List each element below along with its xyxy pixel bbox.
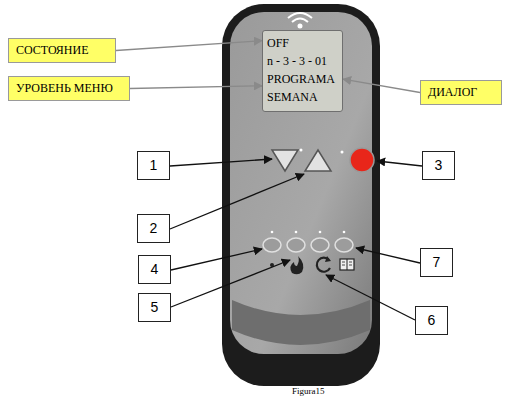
callout-number: 4: [138, 255, 171, 284]
lcd-screen: OFFn - 3 - 3 - 01PROGRAMA SEMANA: [262, 30, 343, 112]
figure-caption: Figura15: [292, 386, 325, 396]
callout-number: 1: [137, 151, 170, 180]
up-button: [305, 150, 331, 171]
callout-number-text: 1: [144, 156, 163, 174]
dot: [300, 149, 303, 152]
label-text: СОСТОЯНИЕ: [16, 43, 108, 58]
screen-text: PROGRAMA SEMANA: [267, 70, 338, 106]
label-text: УРОВЕНЬ МЕНЮ: [16, 81, 122, 96]
menu-level-label: УРОВЕНЬ МЕНЮ: [8, 76, 130, 101]
callout-number: 7: [420, 248, 453, 277]
dot: [341, 151, 344, 154]
callout-number-text: 5: [145, 298, 164, 316]
red-button: [350, 148, 374, 172]
callout-number: 5: [138, 293, 171, 322]
button-icons: [270, 256, 354, 274]
leader-connector: [130, 86, 262, 89]
callout-number-text: 6: [422, 311, 441, 329]
label-text: ДИАЛОГ: [428, 85, 494, 100]
callout-number-text: 4: [145, 260, 164, 278]
callout-number-text: 3: [429, 156, 448, 174]
face-shade: [232, 300, 370, 345]
small-buttons: [263, 231, 353, 252]
callout-number-text: 2: [144, 219, 163, 237]
screen-text: n - 3 - 3 - 01: [267, 52, 338, 70]
callout-number: 6: [415, 306, 448, 335]
wireless-icon: [288, 13, 312, 28]
callout-number-text: 7: [427, 253, 446, 271]
callout-number: 2: [137, 214, 170, 243]
leader-connector: [116, 41, 262, 51]
remote-face: [230, 12, 372, 354]
remote-housing: [222, 4, 380, 386]
dialog-label: ДИАЛОГ: [420, 80, 502, 105]
screen-text: OFF: [267, 34, 338, 52]
state-label: СОСТОЯНИЕ: [8, 38, 116, 63]
callout-number: 3: [422, 151, 455, 180]
down-button: [272, 150, 298, 171]
callout-leaders: [170, 159, 422, 320]
leader-connector: [343, 79, 420, 92]
